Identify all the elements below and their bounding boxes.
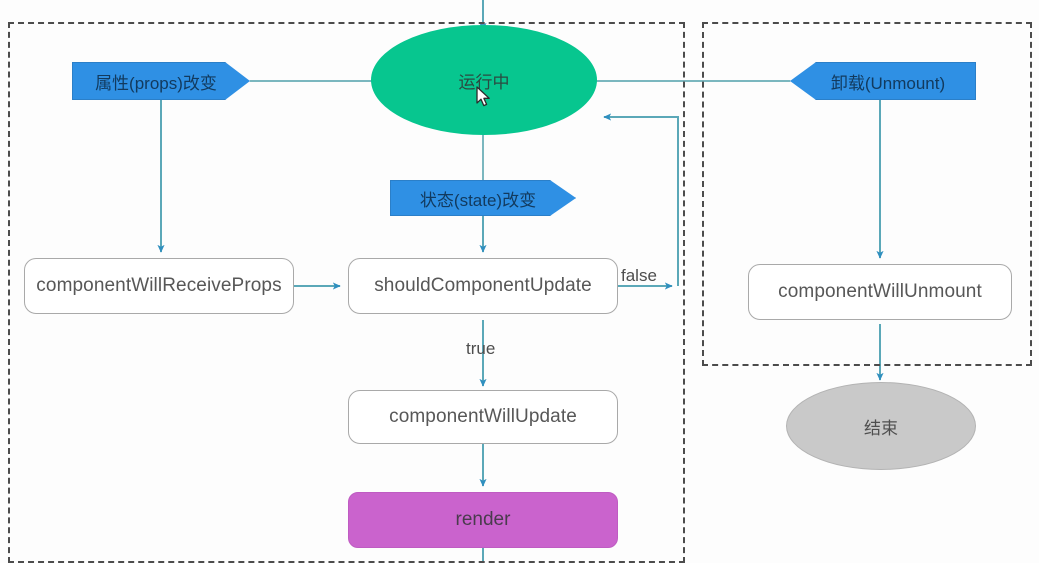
node-unmount-event-label: 卸载(Unmount) [830, 73, 946, 93]
node-props-changed[interactable]: 属性(props)改变 [72, 62, 250, 100]
node-end-label: 结束 [864, 418, 898, 438]
node-component-will-receive-props-label: componentWillReceiveProps [36, 275, 282, 296]
node-state-changed[interactable]: 状态(state)改变 [390, 180, 576, 216]
node-running-state-label: 运行中 [458, 72, 510, 92]
node-component-will-receive-props[interactable]: componentWillReceiveProps [24, 258, 294, 314]
node-unmount-event[interactable]: 卸载(Unmount) [790, 62, 976, 100]
edge-false-return [603, 113, 679, 286]
node-render[interactable]: render [348, 492, 618, 548]
node-component-will-update[interactable]: componentWillUpdate [348, 390, 618, 444]
node-component-will-unmount[interactable]: componentWillUnmount [748, 264, 1012, 320]
node-running-state[interactable]: 运行中 [371, 25, 597, 135]
edge-label-true: true [466, 339, 496, 358]
node-end[interactable]: 结束 [786, 382, 976, 470]
node-render-label: render [455, 509, 511, 530]
node-state-changed-label: 状态(state)改变 [419, 190, 537, 210]
update-phase-group [8, 22, 685, 563]
node-should-component-update[interactable]: shouldComponentUpdate [348, 258, 618, 314]
node-props-changed-label: 属性(props)改变 [95, 73, 217, 93]
node-component-will-unmount-label: componentWillUnmount [778, 281, 982, 302]
edge-label-false: false [621, 266, 657, 285]
unmount-phase-group [702, 22, 1032, 366]
node-should-component-update-label: shouldComponentUpdate [374, 275, 592, 296]
node-component-will-update-label: componentWillUpdate [389, 406, 577, 427]
